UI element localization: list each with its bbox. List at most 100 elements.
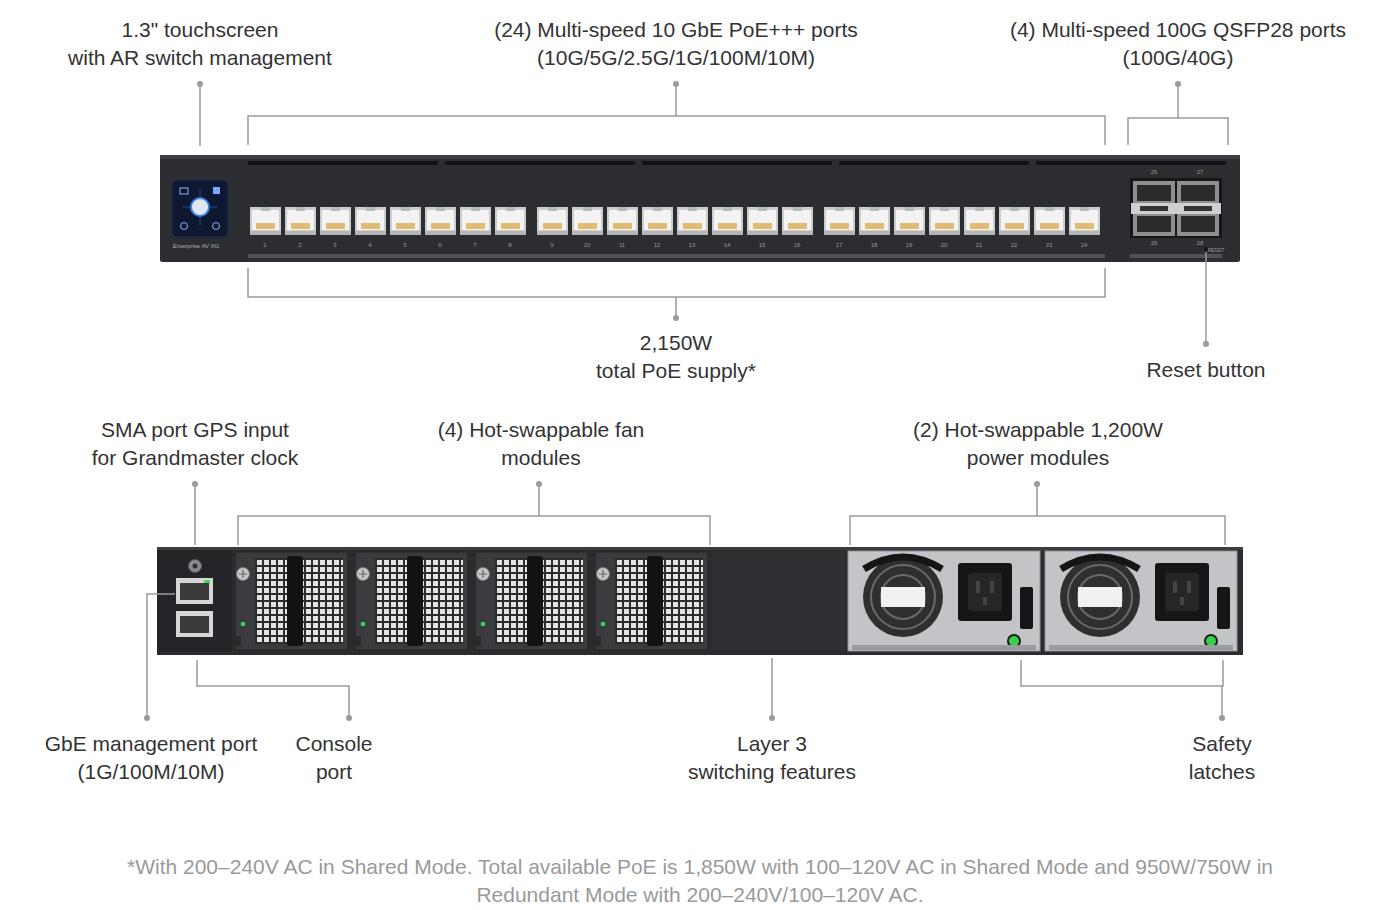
port-number: 7 — [463, 241, 487, 249]
callout-label: 2,150W total PoE supply* — [476, 329, 876, 385]
callout-label: Reset button — [1056, 356, 1356, 384]
text-line: (1G/100M/10M) — [6, 758, 296, 786]
text-line: 2,150W — [476, 329, 876, 357]
text-line: 21 — [967, 241, 991, 249]
callout-label: Layer 3 switching features — [622, 730, 922, 786]
text-line: 25 — [1144, 168, 1164, 176]
text-line: RESET — [1201, 247, 1231, 254]
callout-label: SMA port GPS input for Grandmaster clock — [5, 416, 385, 472]
text-line: 28 — [1190, 239, 1210, 247]
port-number: 20 — [932, 241, 956, 249]
text-line: 1 — [253, 241, 277, 249]
panel-marking: 25 — [1144, 168, 1164, 176]
port-number: 1 — [253, 241, 277, 249]
text-line: 16 — [785, 241, 809, 249]
text-line: modules — [351, 444, 731, 472]
port-number: 9 — [540, 241, 564, 249]
panel-marking: 28 — [1190, 239, 1210, 247]
text-line: total PoE supply* — [476, 357, 876, 385]
text-line: Enterprise AV XG — [156, 242, 236, 250]
port-number: 17 — [827, 241, 851, 249]
text-line: for Grandmaster clock — [5, 444, 385, 472]
text-line: 14 — [715, 241, 739, 249]
text-line: (24) Multi-speed 10 GbE PoE+++ ports — [426, 16, 926, 44]
port-number: 11 — [610, 241, 634, 249]
text-line: Redundant Mode with 200–240V/100–120V AC… — [10, 881, 1390, 909]
callout-label: (2) Hot-swappable 1,200W power modules — [828, 416, 1248, 472]
port-number: 4 — [358, 241, 382, 249]
text-line: 6 — [428, 241, 452, 249]
text-line: 12 — [645, 241, 669, 249]
text-line: *With 200–240V AC in Shared Mode. Total … — [10, 853, 1390, 881]
port-number: 16 — [785, 241, 809, 249]
port-number: 8 — [498, 241, 522, 249]
text-line: with AR switch management — [0, 44, 400, 72]
callout-label: Safety latches — [1122, 730, 1322, 786]
text-line: latches — [1122, 758, 1322, 786]
port-number: 13 — [680, 241, 704, 249]
text-line: 4 — [358, 241, 382, 249]
text-line: Safety — [1122, 730, 1322, 758]
callout-label: GbE management port (1G/100M/10M) — [6, 730, 296, 786]
text-line: 18 — [862, 241, 886, 249]
text-line: (4) Hot-swappable fan — [351, 416, 731, 444]
text-line: 23 — [1037, 241, 1061, 249]
text-line: SMA port GPS input — [5, 416, 385, 444]
text-line: 1.3" touchscreen — [0, 16, 400, 44]
footnote: *With 200–240V AC in Shared Mode. Total … — [10, 853, 1390, 909]
port-number: 15 — [750, 241, 774, 249]
panel-marking: 27 — [1190, 168, 1210, 176]
text-line: (2) Hot-swappable 1,200W — [828, 416, 1248, 444]
text-line: (100G/40G) — [968, 44, 1388, 72]
callout-label: 1.3" touchscreen with AR switch manageme… — [0, 16, 400, 72]
text-line: 26 — [1144, 239, 1164, 247]
callout-label: (4) Multi-speed 100G QSFP28 ports (100G/… — [968, 16, 1388, 72]
port-number: 2 — [288, 241, 312, 249]
port-number: 24 — [1072, 241, 1096, 249]
text-line: 3 — [323, 241, 347, 249]
text-line: 15 — [750, 241, 774, 249]
text-line: port — [254, 758, 414, 786]
text-line: power modules — [828, 444, 1248, 472]
panel-marking: 26 — [1144, 239, 1164, 247]
callout-label: (4) Hot-swappable fan modules — [351, 416, 731, 472]
port-number: 10 — [575, 241, 599, 249]
text-line: 13 — [680, 241, 704, 249]
port-number: 23 — [1037, 241, 1061, 249]
callout-label: Console port — [254, 730, 414, 786]
port-number: 18 — [862, 241, 886, 249]
port-number: 22 — [1002, 241, 1026, 249]
text-line: (4) Multi-speed 100G QSFP28 ports — [968, 16, 1388, 44]
text-line: 9 — [540, 241, 564, 249]
port-number: 19 — [897, 241, 921, 249]
port-number: 12 — [645, 241, 669, 249]
text-line: 27 — [1190, 168, 1210, 176]
port-number: 3 — [323, 241, 347, 249]
text-line: 8 — [498, 241, 522, 249]
text-line: 19 — [897, 241, 921, 249]
text-line: 5 — [393, 241, 417, 249]
text-line: 10 — [575, 241, 599, 249]
text-line: switching features — [622, 758, 922, 786]
panel-marking: RESET — [1201, 247, 1231, 254]
port-number: 14 — [715, 241, 739, 249]
text-line: Layer 3 — [622, 730, 922, 758]
port-number: 5 — [393, 241, 417, 249]
text-line: 22 — [1002, 241, 1026, 249]
text-line: 24 — [1072, 241, 1096, 249]
text-line: 11 — [610, 241, 634, 249]
text-line: Reset button — [1056, 356, 1356, 384]
text-line: Console — [254, 730, 414, 758]
text-line: 17 — [827, 241, 851, 249]
port-number: 6 — [428, 241, 452, 249]
port-number: 21 — [967, 241, 991, 249]
callout-label: (24) Multi-speed 10 GbE PoE+++ ports (10… — [426, 16, 926, 72]
panel-marking: Enterprise AV XG — [156, 242, 236, 250]
text-line: 20 — [932, 241, 956, 249]
text-line: 7 — [463, 241, 487, 249]
text-line: 2 — [288, 241, 312, 249]
text-line: GbE management port — [6, 730, 296, 758]
text-line: (10G/5G/2.5G/1G/100M/10M) — [426, 44, 926, 72]
